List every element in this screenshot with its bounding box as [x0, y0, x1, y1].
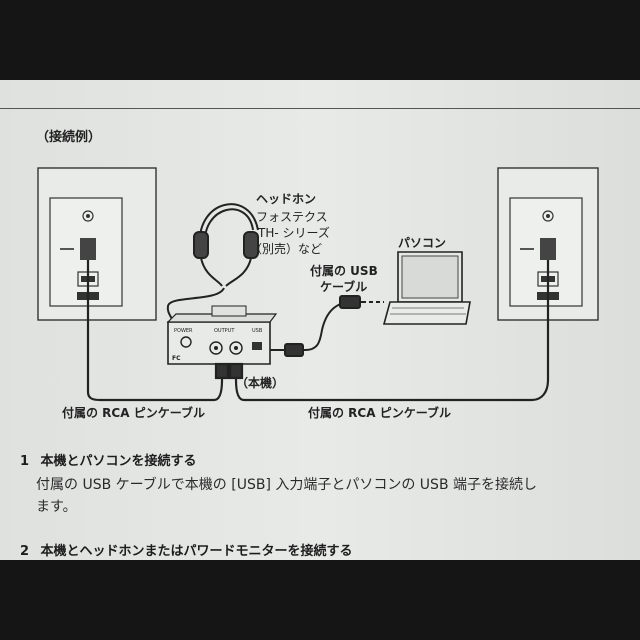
step-1-body-line2: ます。: [36, 499, 77, 515]
step-2-number: 2: [20, 544, 30, 559]
panel-usb-label: USB: [252, 328, 263, 334]
right-speaker-icon: [497, 167, 599, 321]
usb-cable: [263, 295, 384, 357]
headphone-icon: [166, 203, 259, 343]
top-rule: [0, 108, 640, 109]
rca-cable-label-left: 付属の RCA ピンケーブル: [62, 406, 205, 420]
step-1-body-line1: 付属の USB ケーブルで本機の [USB] 入力端子とパソコンの USB 端子…: [36, 477, 537, 493]
step-1-title: 1 本機とパソコンを接続する: [20, 450, 197, 469]
usb-cable-label-1: 付属の USB: [310, 264, 378, 278]
left-speaker-icon: [37, 167, 157, 321]
step-1-body: 付属の USB ケーブルで本機の [USB] 入力端子とパソコンの USB 端子…: [36, 474, 626, 518]
headphone-series: TH- シリーズ: [258, 226, 330, 240]
step-1-heading: 本機とパソコンを接続する: [40, 454, 197, 469]
pc-label: パソコン: [398, 236, 447, 250]
unit-device-icon: POWER OUTPUT USB FC: [166, 305, 278, 365]
rca-cable-right: [228, 260, 550, 402]
unit-label: （本機）: [236, 376, 285, 390]
rca-cable-label-right: 付属の RCA ピンケーブル: [308, 406, 451, 420]
panel-fc-label: FC: [172, 355, 181, 362]
panel-power-label: POWER: [174, 328, 193, 334]
step-1-number: 1: [20, 454, 30, 469]
manual-page: （接続例）: [0, 80, 640, 560]
step-2-title: 2 本機とヘッドホンまたはパワードモニターを接続する: [20, 540, 353, 559]
usb-cable-label-2: ケーブル: [320, 280, 368, 294]
headphone-brand: フォステクス: [256, 210, 328, 224]
rca-cable-left: [86, 260, 230, 402]
step-2-heading: 本機とヘッドホンまたはパワードモニターを接続する: [40, 544, 353, 559]
headphone-note: （別売）など: [250, 242, 323, 256]
panel-output-label: OUTPUT: [214, 328, 235, 334]
connection-diagram: POWER OUTPUT USB FC: [37, 167, 599, 402]
section-label: （接続例）: [36, 130, 102, 145]
laptop-icon: [382, 251, 471, 325]
headphone-label: ヘッドホン: [256, 192, 317, 206]
